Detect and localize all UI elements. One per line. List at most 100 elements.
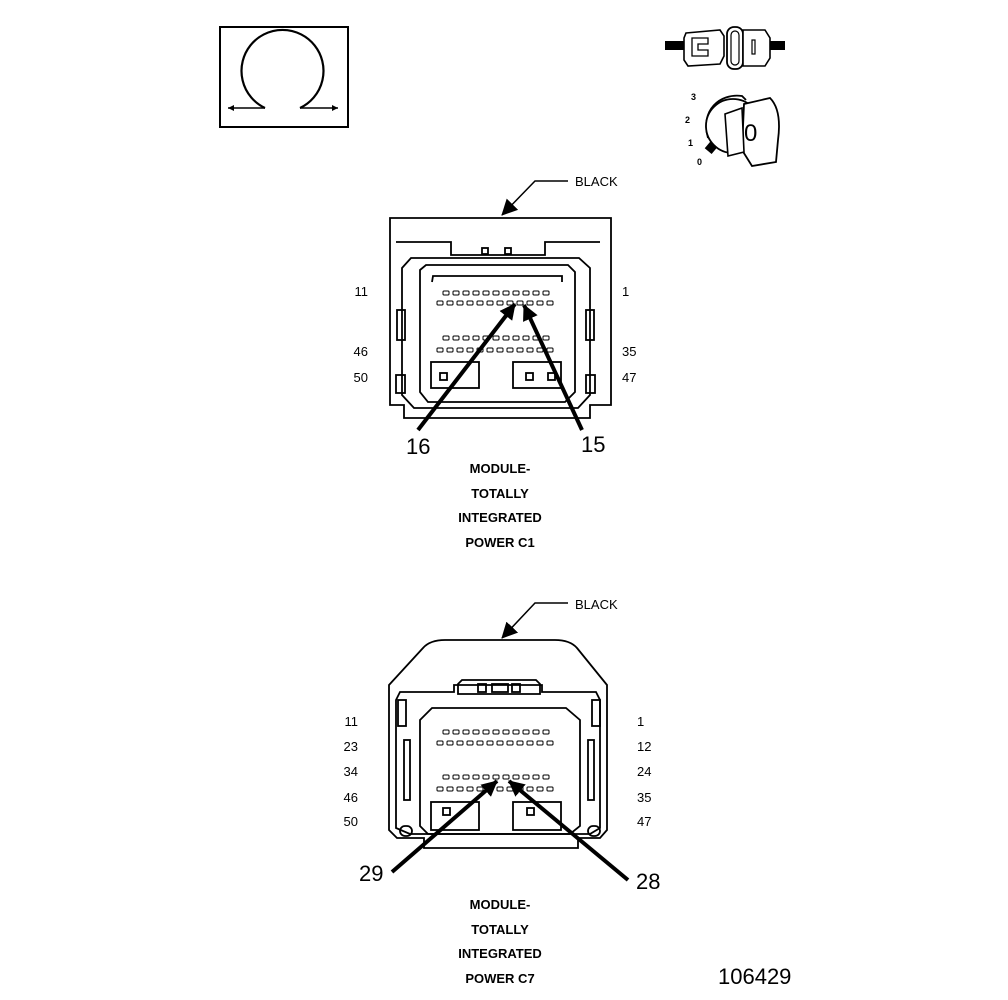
- pin-cavity: [442, 774, 450, 780]
- connector-c7: [388, 602, 630, 882]
- pin-cavity: [472, 335, 480, 341]
- pin-cavity: [512, 290, 520, 296]
- pin-cavity: [476, 786, 484, 792]
- c7-title-line: TOTALLY: [471, 921, 529, 937]
- pin-cavity: [436, 347, 444, 353]
- pin-cavity: [522, 729, 530, 735]
- c1-callout-left: 16: [406, 434, 431, 459]
- c7-right-pin-label: 24: [637, 764, 652, 779]
- pin-cavity: [492, 290, 500, 296]
- c7-connector-title: MODULE- TOTALLY INTEGRATED POWER C7: [400, 893, 600, 991]
- pin-16-callout-arrow: [416, 302, 517, 432]
- connector-c1: [389, 180, 612, 432]
- pin-cavity: [452, 774, 460, 780]
- pin-cavity: [542, 729, 550, 735]
- c7-color-label: BLACK: [575, 597, 618, 612]
- pin-cavity: [542, 290, 550, 296]
- pin-cavity: [446, 740, 454, 746]
- pin-cavity: [526, 786, 534, 792]
- pin-28-callout-arrow: [507, 779, 630, 882]
- pin-cavity: [482, 290, 490, 296]
- c7-left-pin-label: 11: [344, 714, 359, 729]
- pin-cavity: [456, 300, 464, 306]
- ignition-key-label: 0: [744, 120, 758, 147]
- pin-cavity: [452, 729, 460, 735]
- pin-cavity: [442, 290, 450, 296]
- ignition-position-1: 1: [688, 138, 694, 148]
- pin-cavity: [522, 335, 530, 341]
- pin-cavity: [526, 300, 534, 306]
- pin-cavity: [442, 729, 450, 735]
- pin-cavity: [436, 740, 444, 746]
- pin-cavity: [472, 729, 480, 735]
- rotary-control-symbol-icon: [219, 26, 349, 128]
- c7-title-line: INTEGRATED: [458, 946, 542, 961]
- c7-left-pin-label: 46: [343, 790, 358, 805]
- pin-cavity: [506, 347, 514, 353]
- c7-right-pin-label: 1: [637, 714, 645, 729]
- c7-left-pin-label: 50: [343, 814, 358, 829]
- c1-color-label: BLACK: [575, 174, 618, 189]
- pin-cavity: [486, 300, 494, 306]
- pin-cavity: [466, 786, 474, 792]
- pin-29-callout-arrow: [390, 779, 499, 874]
- connector-c7-pin-grid: [436, 729, 554, 792]
- pin-cavity: [526, 740, 534, 746]
- pin-cavity: [496, 786, 504, 792]
- pin-cavity: [446, 300, 454, 306]
- pin-cavity: [482, 774, 490, 780]
- pin-cavity: [546, 740, 554, 746]
- pin-cavity: [512, 335, 520, 341]
- ignition-key-switch-icon: [704, 94, 780, 167]
- c1-right-pin-label: 47: [622, 370, 637, 385]
- pin-cavity: [466, 347, 474, 353]
- pin-cavity: [492, 729, 500, 735]
- pin-cavity: [452, 290, 460, 296]
- pin-cavity: [532, 774, 540, 780]
- pin-cavity: [542, 335, 550, 341]
- c1-title-line: TOTALLY: [471, 485, 529, 501]
- c1-callout-right: 15: [581, 432, 606, 457]
- pin-cavity: [442, 335, 450, 341]
- c7-callout-left: 29: [359, 861, 384, 886]
- pin-cavity: [532, 729, 540, 735]
- c7-right-pin-label: 47: [637, 814, 652, 829]
- c7-left-pin-label: 34: [343, 764, 358, 779]
- pin-cavity: [436, 300, 444, 306]
- pin-cavity: [462, 290, 470, 296]
- pin-cavity: [496, 740, 504, 746]
- c1-color-leader-arrow: [501, 180, 568, 216]
- pin-cavity: [542, 774, 550, 780]
- pin-cavity: [506, 740, 514, 746]
- pin-cavity: [472, 290, 480, 296]
- pin-cavity: [482, 729, 490, 735]
- connector-c1-housing: [389, 217, 612, 419]
- pin-cavity: [502, 774, 510, 780]
- pin-cavity: [516, 740, 524, 746]
- pin-cavity: [456, 786, 464, 792]
- pin-15-callout-arrow: [522, 304, 584, 431]
- ignition-position-2: 2: [685, 115, 691, 125]
- c1-connector-title: MODULE- TOTALLY INTEGRATED POWER C1: [400, 457, 600, 555]
- c1-title-line: INTEGRATED: [458, 510, 542, 525]
- pin-cavity: [446, 786, 454, 792]
- pin-cavity: [522, 290, 530, 296]
- pin-cavity: [476, 300, 484, 306]
- connector-c1-pin-grid: [436, 290, 554, 353]
- ignition-position-3: 3: [691, 92, 697, 102]
- pin-cavity: [472, 774, 480, 780]
- c1-right-pin-label: 35: [622, 344, 637, 359]
- pin-cavity: [506, 786, 514, 792]
- pin-cavity: [506, 300, 514, 306]
- pin-cavity: [532, 290, 540, 296]
- pin-cavity: [452, 335, 460, 341]
- pin-cavity: [486, 740, 494, 746]
- pin-cavity: [466, 300, 474, 306]
- pin-cavity: [512, 729, 520, 735]
- pin-cavity: [546, 300, 554, 306]
- pin-cavity: [502, 729, 510, 735]
- pin-cavity: [536, 300, 544, 306]
- c1-left-pin-label: 11: [354, 284, 369, 299]
- c1-left-pin-label: 46: [353, 344, 368, 359]
